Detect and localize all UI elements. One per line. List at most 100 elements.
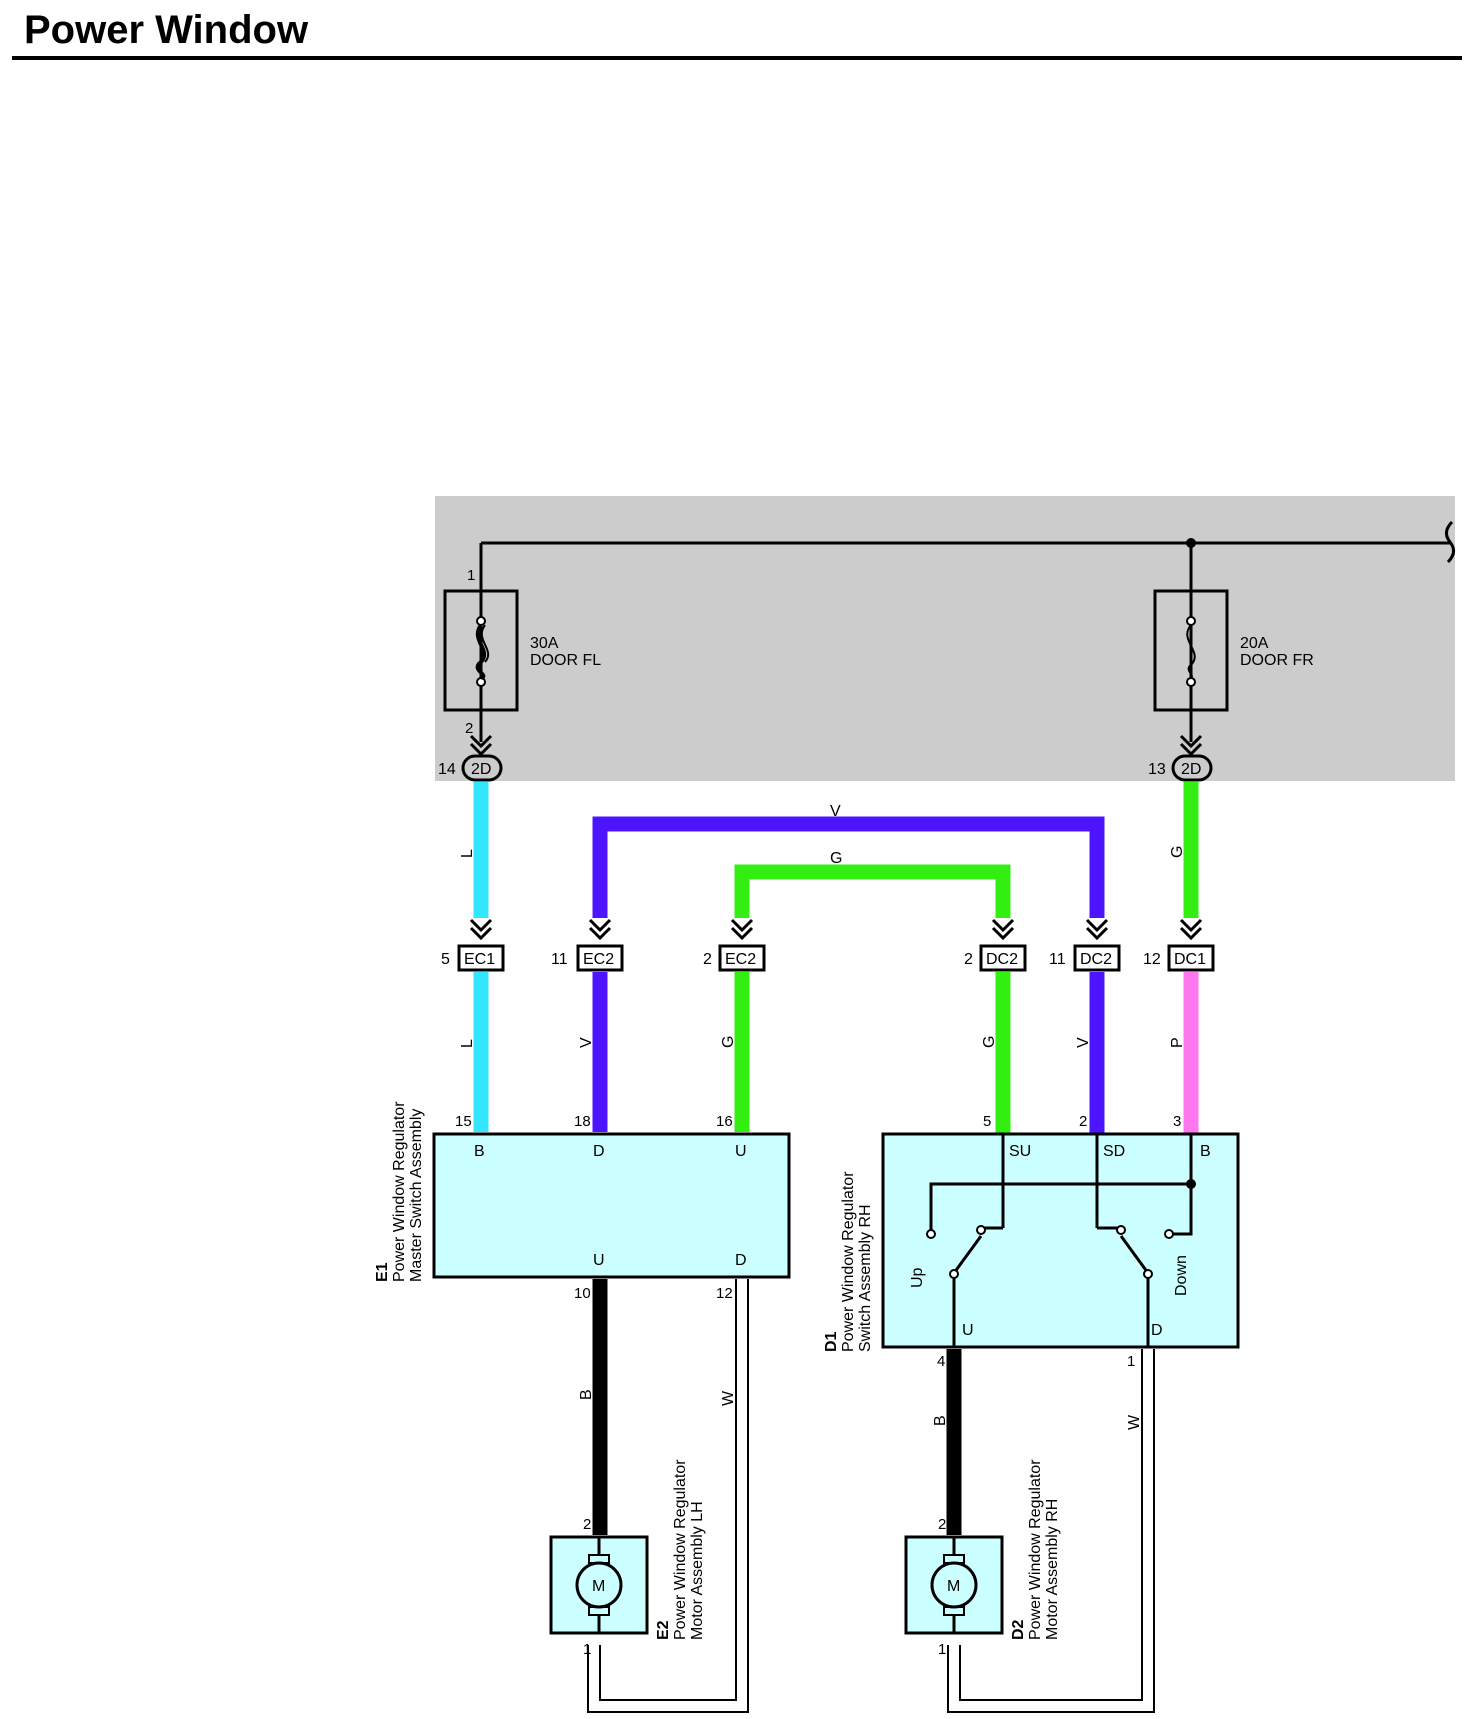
e1-name-line1: Power Window Regulator [391,1101,408,1282]
e2-symbol: M [592,1578,605,1595]
fuse-fl-rating: 30A [530,635,559,652]
d1-contact [1116,1225,1126,1235]
d1-pin-2: 2 [1079,1113,1087,1130]
d1-term-su: SU [1009,1143,1031,1160]
wire-w-label-lh: W [720,1390,737,1406]
d1-internal-switch [929,1134,1193,1347]
d1-contact [949,1269,959,1279]
d1-pin-4: 4 [937,1353,945,1370]
d1-contact [976,1225,986,1235]
e1-term-d-top: D [593,1143,605,1160]
wire-g-e1: G [720,972,750,1132]
wire-g-fr-upper: G [1169,782,1199,918]
wire-b-rh: B [932,1349,962,1535]
d2-code: D2 [1010,1619,1027,1640]
d1-pin-3: 3 [1173,1113,1181,1130]
wire-g-d1: G [981,972,1011,1134]
page-title: Power Window [24,8,309,52]
e1-term-d-bottom: D [735,1252,747,1269]
connector-ec2-g-label: EC2 [725,951,756,968]
d1-pin-5: 5 [983,1113,991,1130]
d2-motor-rh: M 2 1 D2 Power Window Regulator Motor As… [904,1459,1061,1658]
motor-lh-icon [575,1561,623,1609]
connector-dc2-g: DC2 2 [964,944,1027,972]
connector-dc2-v-label: DC2 [1080,951,1112,968]
wire-l-lower: L [459,972,489,1132]
connector-ec2-v-label: EC2 [583,951,614,968]
d1-contact [926,1229,936,1239]
e1-name-line2: Master Switch Assembly [408,1109,425,1282]
connector-dc2-v: DC2 11 [1049,944,1121,972]
wire-v-d1: V [1075,972,1105,1134]
connector-dc2-g-pin: 2 [964,951,973,968]
wire-v-e1: V [578,972,608,1132]
d1-rh-switch: 5 2 3 SU SD B U D 4 1 Up Down D1 Power W… [823,1113,1240,1370]
connector-ec2-g: EC2 2 [703,944,766,972]
wire-g-crossover: G [734,850,1011,918]
d1-junction [1186,1179,1196,1189]
wire-w-label-rh: W [1126,1414,1143,1430]
e1-term-u-bottom: U [593,1252,605,1269]
e1-pin-16: 16 [716,1113,733,1130]
e2-pin-2: 2 [583,1516,591,1533]
d1-term-u: U [962,1322,974,1339]
d1-pin-1: 1 [1127,1353,1135,1370]
wire-p-d1: P [1169,972,1199,1134]
connector-ec1-pin: 5 [441,951,450,968]
d1-term-sd: SD [1103,1143,1125,1160]
d1-term-b: B [1200,1143,1211,1160]
wire-l-label-upper: L [459,849,476,858]
d1-name-line2: Switch Assembly RH [857,1204,874,1352]
connector-dc2-v-pin: 11 [1049,951,1066,968]
d2-name-line1: Power Window Regulator [1027,1459,1044,1640]
e1-term-b: B [474,1143,485,1160]
connector-2d-left-pin: 14 [438,761,456,778]
wire-g-label-fr: G [1169,846,1186,858]
d1-down-label: Down [1173,1255,1190,1296]
wire-l-label-lower: L [459,1039,476,1048]
wire-b-label-lh: B [578,1389,595,1400]
relay-block [435,496,1455,781]
e2-name-line1: Power Window Regulator [672,1459,689,1640]
e1-master-switch: 15 18 16 B D U U D 10 12 E1 Power Window… [374,1101,791,1302]
connector-dc1-label: DC1 [1174,951,1206,968]
connector-ec2-v: EC2 11 [551,944,624,972]
d1-name-line1: Power Window Regulator [840,1171,857,1352]
d1-contact [1143,1269,1153,1279]
d2-name-line2: Motor Assembly RH [1044,1499,1061,1640]
wire-v-label-top: V [830,803,841,820]
e2-pin-1: 1 [583,1641,591,1658]
motor-rh-icon [930,1561,978,1609]
d1-up-label: Up [909,1267,926,1288]
wire-p-label: P [1169,1037,1186,1048]
wire-g-label-top: G [830,850,842,867]
connector-2d-left: 2D 14 [438,754,503,782]
d2-pin-1: 1 [938,1641,946,1658]
connector-ec1: EC1 5 [441,944,505,972]
connector-2d-left-label: 2D [471,761,491,778]
connector-dc1-pin: 12 [1143,951,1161,968]
e2-motor-lh: M 2 1 E2 Power Window Regulator Motor As… [549,1459,706,1658]
wire-w-rh: W [947,1349,1155,1713]
connector-dc1: DC1 12 [1143,944,1215,972]
connector-ec1-label: EC1 [464,951,495,968]
e2-code: E2 [655,1620,672,1640]
fuse-fl-pin-in: 1 [467,567,475,584]
wire-l-upper: L [459,782,489,918]
connector-ec2-v-pin: 11 [551,951,568,968]
connector-2d-right-label: 2D [1181,761,1201,778]
wire-v-label-e1: V [578,1037,595,1048]
wire-w-lh: W [587,1279,749,1713]
fuse-fr-rating: 20A [1240,635,1269,652]
d1-term-d: D [1151,1322,1163,1339]
e1-term-u-top: U [735,1143,747,1160]
connector-2d-right: 2D 13 [1148,754,1213,782]
connector-dc2-g-label: DC2 [986,951,1018,968]
e1-pin-12: 12 [716,1285,733,1302]
e1-pin-18: 18 [574,1113,591,1130]
e2-name-line2: Motor Assembly LH [689,1501,706,1640]
fuse-door-fr: 20A DOOR FR [1153,543,1314,756]
d2-pin-2: 2 [938,1516,946,1533]
fuse-door-fl: 1 2 30A DOOR FL [443,543,601,756]
